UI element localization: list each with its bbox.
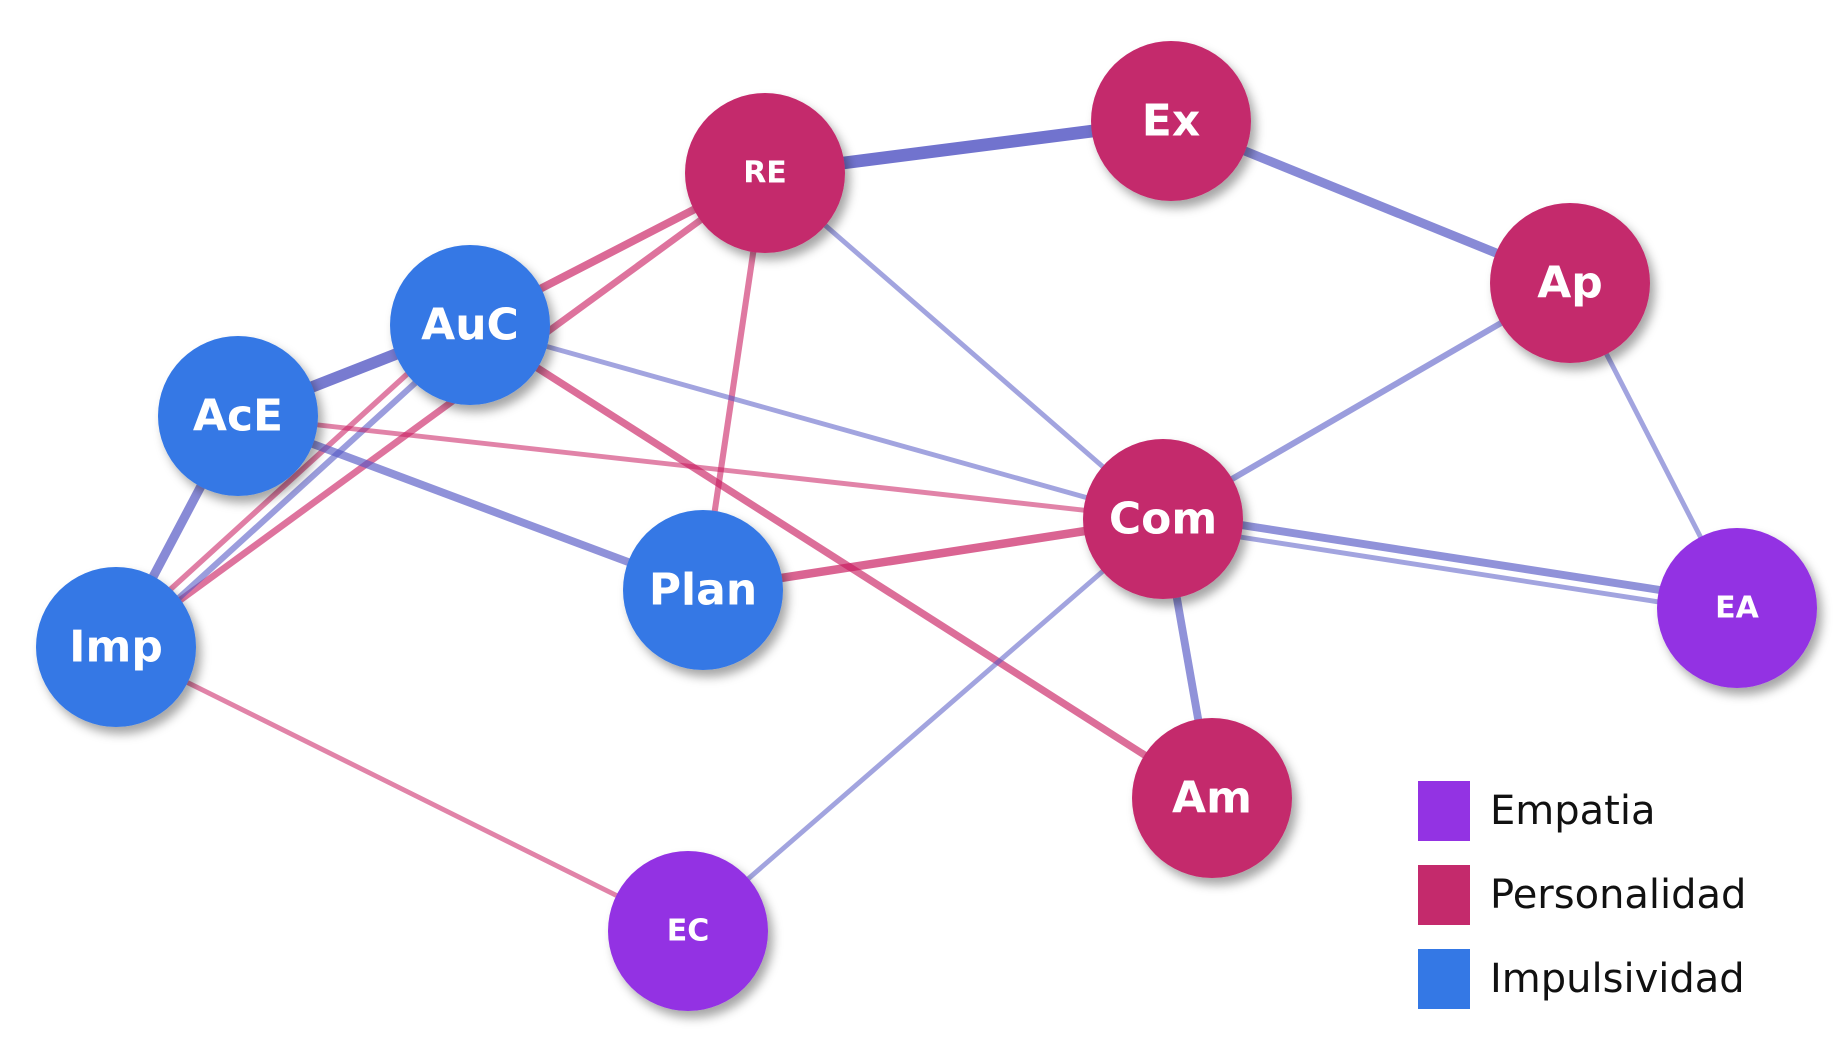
node-label-Com: Com bbox=[1109, 494, 1217, 545]
node-label-EC: EC bbox=[667, 914, 710, 949]
edge-Com-EC bbox=[686, 517, 1165, 933]
node-circle-Ap bbox=[1490, 203, 1650, 363]
legend: Empatia Personalidad Impulsividad bbox=[1418, 780, 1798, 1032]
node-circle-Com bbox=[1083, 439, 1243, 599]
node-Plan: Plan bbox=[623, 510, 783, 670]
node-Com: Com bbox=[1083, 439, 1243, 599]
node-RE: RE bbox=[685, 93, 845, 253]
node-circle-Ex bbox=[1091, 41, 1251, 201]
node-AcE: AcE bbox=[158, 336, 318, 496]
node-Ap: Ap bbox=[1490, 203, 1650, 363]
legend-swatch-personalidad bbox=[1418, 865, 1470, 925]
node-label-RE: RE bbox=[743, 156, 787, 191]
node-circle-RE bbox=[685, 93, 845, 253]
legend-item-personalidad: Personalidad bbox=[1418, 864, 1798, 926]
node-label-Ap: Ap bbox=[1537, 258, 1603, 309]
legend-item-impulsividad: Impulsividad bbox=[1418, 948, 1798, 1010]
legend-swatch-impulsividad bbox=[1418, 949, 1470, 1009]
legend-label-personalidad: Personalidad bbox=[1490, 872, 1747, 918]
edge-RE-Imp bbox=[114, 170, 767, 650]
node-label-Ex: Ex bbox=[1142, 96, 1200, 147]
node-circle-Plan bbox=[623, 510, 783, 670]
node-label-Am: Am bbox=[1172, 773, 1252, 824]
edge-Com-EA-1 bbox=[1163, 509, 1739, 606]
node-EC: EC bbox=[608, 851, 768, 1011]
edge-AuC-Am bbox=[468, 321, 1214, 802]
node-circle-Imp bbox=[36, 567, 196, 727]
node-label-AcE: AcE bbox=[193, 391, 283, 442]
node-circle-Am bbox=[1132, 718, 1292, 878]
edge-AcE-Plan bbox=[236, 412, 705, 594]
node-label-EA: EA bbox=[1715, 591, 1759, 626]
node-circle-EC bbox=[608, 851, 768, 1011]
node-label-Plan: Plan bbox=[649, 565, 757, 616]
node-circle-EA bbox=[1657, 528, 1817, 688]
legend-item-empatia: Empatia bbox=[1418, 780, 1798, 842]
node-EA: EA bbox=[1657, 528, 1817, 688]
edge-AuC-Com bbox=[469, 322, 1164, 522]
edge-Com-EA-2 bbox=[1161, 522, 1737, 617]
node-label-Imp: Imp bbox=[69, 622, 163, 673]
node-Ex: Ex bbox=[1091, 41, 1251, 201]
edge-Imp-EC bbox=[114, 644, 690, 934]
edge-AcE-Com bbox=[237, 413, 1164, 522]
node-Imp: Imp bbox=[36, 567, 196, 727]
legend-label-empatia: Empatia bbox=[1490, 788, 1656, 834]
node-label-AuC: AuC bbox=[421, 300, 519, 351]
legend-label-impulsividad: Impulsividad bbox=[1490, 956, 1745, 1002]
edge-RE-Com bbox=[763, 171, 1165, 521]
legend-swatch-empatia bbox=[1418, 781, 1470, 841]
node-circle-AuC bbox=[390, 245, 550, 405]
node-circle-AcE bbox=[158, 336, 318, 496]
node-AuC: AuC bbox=[390, 245, 550, 405]
node-Am: Am bbox=[1132, 718, 1292, 878]
